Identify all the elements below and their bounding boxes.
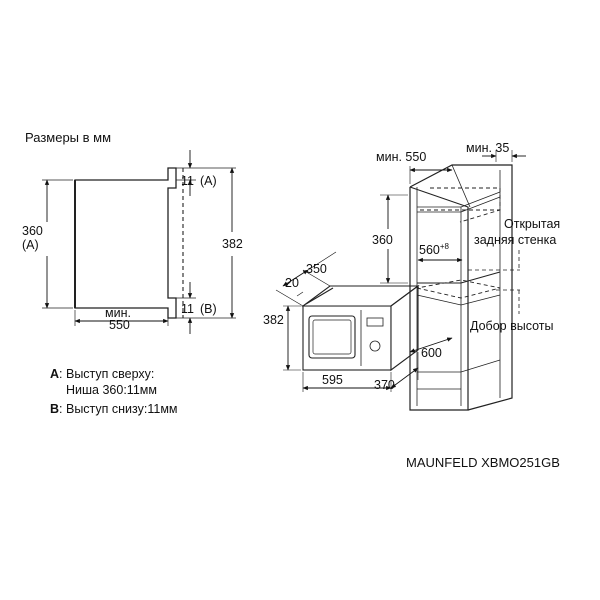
cabinet-min-width: мин. 550 xyxy=(376,150,427,164)
total-height-value: 382 xyxy=(222,237,243,251)
model-name: MAUNFELD XBMO251GB xyxy=(406,455,560,470)
bottom-offset-value: 11 xyxy=(181,302,194,316)
open-back-label-2: задняя стенка xyxy=(474,233,557,247)
top-offset-key: (A) xyxy=(200,174,217,188)
cabinet-niche-width: 560+8 xyxy=(419,242,449,258)
microwave-drawing xyxy=(301,284,420,372)
cabinet-depth: 600 xyxy=(421,346,442,360)
microwave-height: 382 xyxy=(263,313,284,327)
microwave-depth-top: 350 xyxy=(306,262,327,276)
microwave-dimensions xyxy=(275,251,419,392)
side-section-dimensions xyxy=(44,150,235,334)
legend-a-detail: Ниша 360:11мм xyxy=(66,383,157,397)
microwave-width: 595 xyxy=(322,373,343,387)
microwave-frame-depth: 20 xyxy=(285,276,299,290)
min-depth-label: мин. xyxy=(105,306,131,320)
legend-b: B: Выступ снизу:11мм xyxy=(50,402,178,416)
cabinet-drawing xyxy=(409,164,520,411)
legend-a: A: Выступ сверху: xyxy=(50,367,155,381)
niche-outline xyxy=(74,167,177,319)
open-back-label-1: Открытая xyxy=(504,217,561,231)
height-filler-label: Добор высоты xyxy=(470,319,554,333)
niche-height-value: 360 xyxy=(22,224,43,238)
niche-height-key: (A) xyxy=(22,238,39,252)
cabinet-top xyxy=(409,164,513,411)
top-offset-value: 11 xyxy=(181,174,194,188)
microwave-window xyxy=(308,315,356,359)
microwave-knob xyxy=(369,340,381,352)
cabinet-niche-height: 360 xyxy=(372,233,393,247)
bottom-offset-key: (B) xyxy=(200,302,217,316)
cabinet-min-back: мин. 35 xyxy=(466,141,510,155)
units-caption: Размеры в мм xyxy=(25,130,112,145)
side-section-view xyxy=(42,167,236,326)
cabinet-dimensions xyxy=(380,150,526,353)
cabinet-front xyxy=(409,187,469,411)
microwave-depth-side: 370 xyxy=(374,378,395,392)
min-depth-value: 550 xyxy=(109,318,130,332)
microwave-controls xyxy=(366,317,384,327)
